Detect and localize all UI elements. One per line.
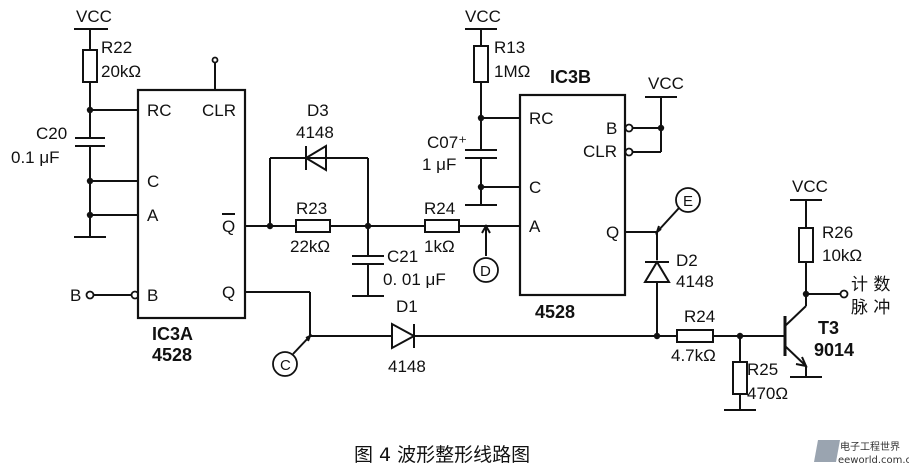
ic3b-part: 4528 (535, 302, 575, 322)
node-c-label: C (280, 357, 291, 374)
c21-ref: C21 (387, 247, 418, 266)
r24b-ref: R24 (684, 307, 715, 326)
ic3b-chip (518, 93, 627, 297)
ic3a-q-output (245, 291, 677, 355)
vcc-label-3: VCC (648, 74, 684, 93)
ic3a-pin-clr: CLR (202, 101, 236, 120)
vcc-label-4: VCC (792, 177, 828, 196)
c21-value: 0. 01 μF (383, 270, 446, 289)
output-label-line2: 脉 冲 (851, 298, 890, 318)
c20-value: 0.1 μF (11, 148, 60, 167)
r13-ref: R13 (494, 38, 525, 57)
r22-value: 20kΩ (101, 62, 141, 81)
node-e-marker (675, 187, 701, 213)
r23-value: 22kΩ (290, 237, 330, 256)
ic3a-pin-rc: RC (147, 101, 172, 120)
d3-value: 4148 (296, 123, 334, 142)
ic3b-pin-rc: RC (529, 109, 554, 128)
r24a-ref: R24 (424, 199, 455, 218)
c20-ref: C20 (36, 124, 67, 143)
qbar-network (245, 144, 520, 297)
ic3b-pin-b: B (606, 119, 617, 138)
b-input-line (85, 290, 140, 300)
r13-value: 1MΩ (494, 62, 530, 81)
d1-ref: D1 (396, 297, 418, 316)
d2-ref: D2 (676, 251, 698, 270)
node-d-label: D (480, 263, 491, 280)
node-c-marker (272, 351, 298, 377)
node-e-label: E (683, 193, 693, 210)
b-input-label: B (70, 286, 81, 305)
r22-ref: R22 (101, 38, 132, 57)
ic3a-name: IC3A (152, 324, 193, 344)
d2-value: 4148 (676, 272, 714, 291)
r23-ref: R23 (296, 199, 327, 218)
vcc-label-1: VCC (76, 7, 112, 26)
r24a-value: 1kΩ (424, 237, 455, 256)
ic3b-pin-q: Q (606, 223, 619, 242)
watermark-line1: 电子工程世界 (840, 440, 900, 453)
ic3b-pin-clr: CLR (583, 142, 617, 161)
ic3a-pin-a: A (147, 206, 159, 225)
watermark-logo: 电子工程世界 eeworld.com.cn (814, 440, 909, 466)
vcc-r22-rail (74, 28, 138, 238)
ic3b-pin-a: A (529, 217, 541, 236)
d1-value: 4148 (388, 357, 426, 376)
watermark-line2: eeworld.com.cn (838, 455, 909, 466)
c07-value: 1 μF (422, 155, 456, 174)
ic3a-pin-c: C (147, 172, 159, 191)
ic3b-b-clr-tie (624, 96, 677, 157)
ic3b-q-output (625, 207, 680, 336)
ic3b-name: IC3B (550, 67, 591, 87)
r25-ref: R25 (747, 360, 778, 379)
ic3a-part: 4528 (152, 345, 192, 365)
t3-value: 9014 (814, 340, 854, 360)
driver-stage (676, 199, 849, 411)
figure-caption: 图 4 波形整形线路图 (354, 444, 530, 466)
ic3b-pin-c: C (529, 178, 541, 197)
d3-ref: D3 (307, 101, 329, 120)
r26-value: 10kΩ (822, 246, 862, 265)
ic3a-pin-q: Q (222, 283, 235, 302)
c07-ref: C07⁺ (427, 133, 467, 152)
vcc-label-2: VCC (465, 7, 501, 26)
node-d-marker (473, 257, 499, 283)
r25-value: 470Ω (747, 384, 788, 403)
ic3a-chip (136, 88, 247, 320)
vcc-r13-rail (465, 28, 520, 206)
t3-ref: T3 (818, 318, 839, 338)
r26-ref: R26 (822, 223, 853, 242)
ic3a-pin-qbar: Q (222, 217, 235, 236)
ic3a-pin-b: B (147, 286, 158, 305)
r24b-value: 4.7kΩ (671, 346, 716, 365)
output-label-line1: 计 数 (851, 275, 890, 295)
